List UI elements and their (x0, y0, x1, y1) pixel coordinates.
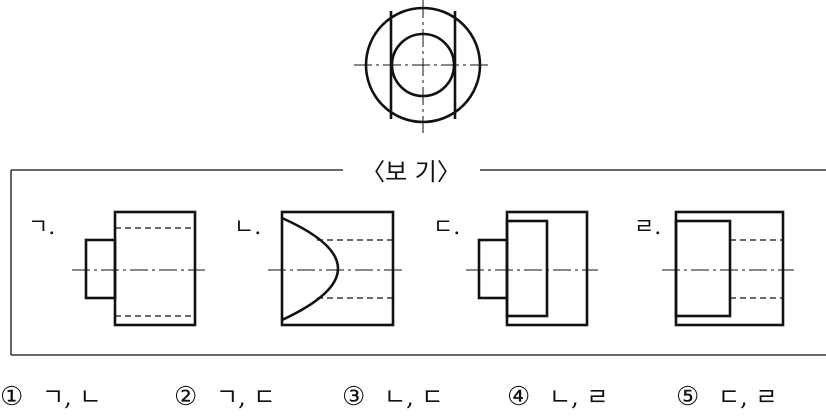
answer-choices: ① ㄱ, ㄴ ② ㄱ, ㄷ ③ ㄴ, ㄷ ④ ㄴ, ㄹ ⑤ ㄷ, ㄹ (0, 382, 777, 412)
answer-option-2[interactable]: ② ㄱ, ㄷ (174, 382, 275, 412)
view-b-body (280, 210, 395, 327)
view-a: ㄱ. (28, 210, 205, 327)
example-box: 〈보 기〉 (10, 158, 826, 356)
answer-option-4[interactable]: ④ ㄴ, ㄹ (507, 382, 608, 412)
view-c-boss (477, 238, 509, 300)
top-view (354, 0, 492, 133)
answer-text: ㄷ, ㄹ (718, 383, 777, 411)
view-d-inner-rect (674, 219, 732, 318)
answer-option-5[interactable]: ⑤ ㄷ, ㄹ (676, 382, 777, 412)
view-c-label: ㄷ. (433, 215, 460, 240)
top-view-outer-circle (364, 6, 482, 124)
view-b: ㄴ. (234, 210, 402, 327)
view-b-curve (281, 216, 340, 322)
answer-option-3[interactable]: ③ ㄴ, ㄷ (342, 382, 443, 412)
answer-option-1[interactable]: ① ㄱ, ㄴ (0, 382, 101, 412)
answer-number: ④ (507, 382, 530, 412)
answer-text: ㄱ, ㄷ (216, 383, 275, 411)
example-box-title: 〈보 기〉 (361, 158, 461, 186)
answer-number: ② (174, 382, 197, 412)
answer-number: ① (0, 382, 23, 412)
view-c: ㄷ. (433, 210, 598, 327)
answer-number: ③ (342, 382, 365, 412)
view-c-inner-rect (505, 219, 549, 318)
view-a-boss (84, 238, 117, 300)
answer-text: ㄴ, ㄹ (549, 383, 608, 411)
view-b-label: ㄴ. (234, 215, 261, 240)
answer-text: ㄴ, ㄷ (384, 383, 443, 411)
view-d: ㄹ. (634, 210, 794, 327)
answer-text: ㄱ, ㄴ (42, 383, 101, 411)
view-d-label: ㄹ. (634, 215, 661, 240)
view-a-label: ㄱ. (28, 215, 55, 240)
answer-number: ⑤ (676, 382, 699, 412)
view-a-body (113, 210, 197, 327)
